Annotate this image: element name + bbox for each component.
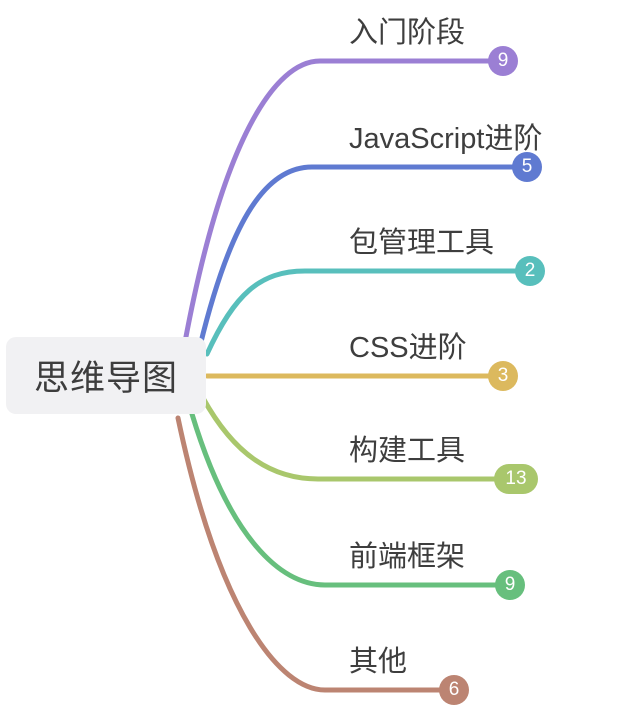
- branch-connector-2: [197, 164, 530, 349]
- branch-topic-4[interactable]: CSS进阶: [349, 332, 467, 364]
- branch-count-badge-1[interactable]: 9: [488, 46, 518, 76]
- branch-count-badge-4[interactable]: 3: [488, 361, 518, 391]
- branch-topic-1[interactable]: 入门阶段: [349, 17, 466, 49]
- branch-connector-3: [204, 268, 533, 357]
- branch-connector-5: [200, 395, 519, 482]
- branch-count-badge-7[interactable]: 6: [439, 675, 469, 705]
- branch-topic-5[interactable]: 构建工具: [349, 435, 466, 467]
- branch-connector-7: [175, 415, 457, 693]
- branch-count-badge-5[interactable]: 13: [494, 464, 538, 494]
- branch-topic-6[interactable]: 前端框架: [349, 541, 466, 573]
- branch-count-badge-2[interactable]: 5: [512, 152, 542, 182]
- branch-topic-7[interactable]: 其他: [349, 646, 408, 678]
- branch-connector-6: [189, 411, 513, 588]
- root-topic[interactable]: 思维导图: [6, 337, 206, 414]
- branch-count-badge-3[interactable]: 2: [515, 256, 545, 286]
- branch-count-badge-6[interactable]: 9: [495, 570, 525, 600]
- branch-connector-1: [182, 58, 506, 345]
- branch-topic-2[interactable]: JavaScript进阶: [349, 123, 543, 155]
- branch-topic-3[interactable]: 包管理工具: [349, 227, 495, 259]
